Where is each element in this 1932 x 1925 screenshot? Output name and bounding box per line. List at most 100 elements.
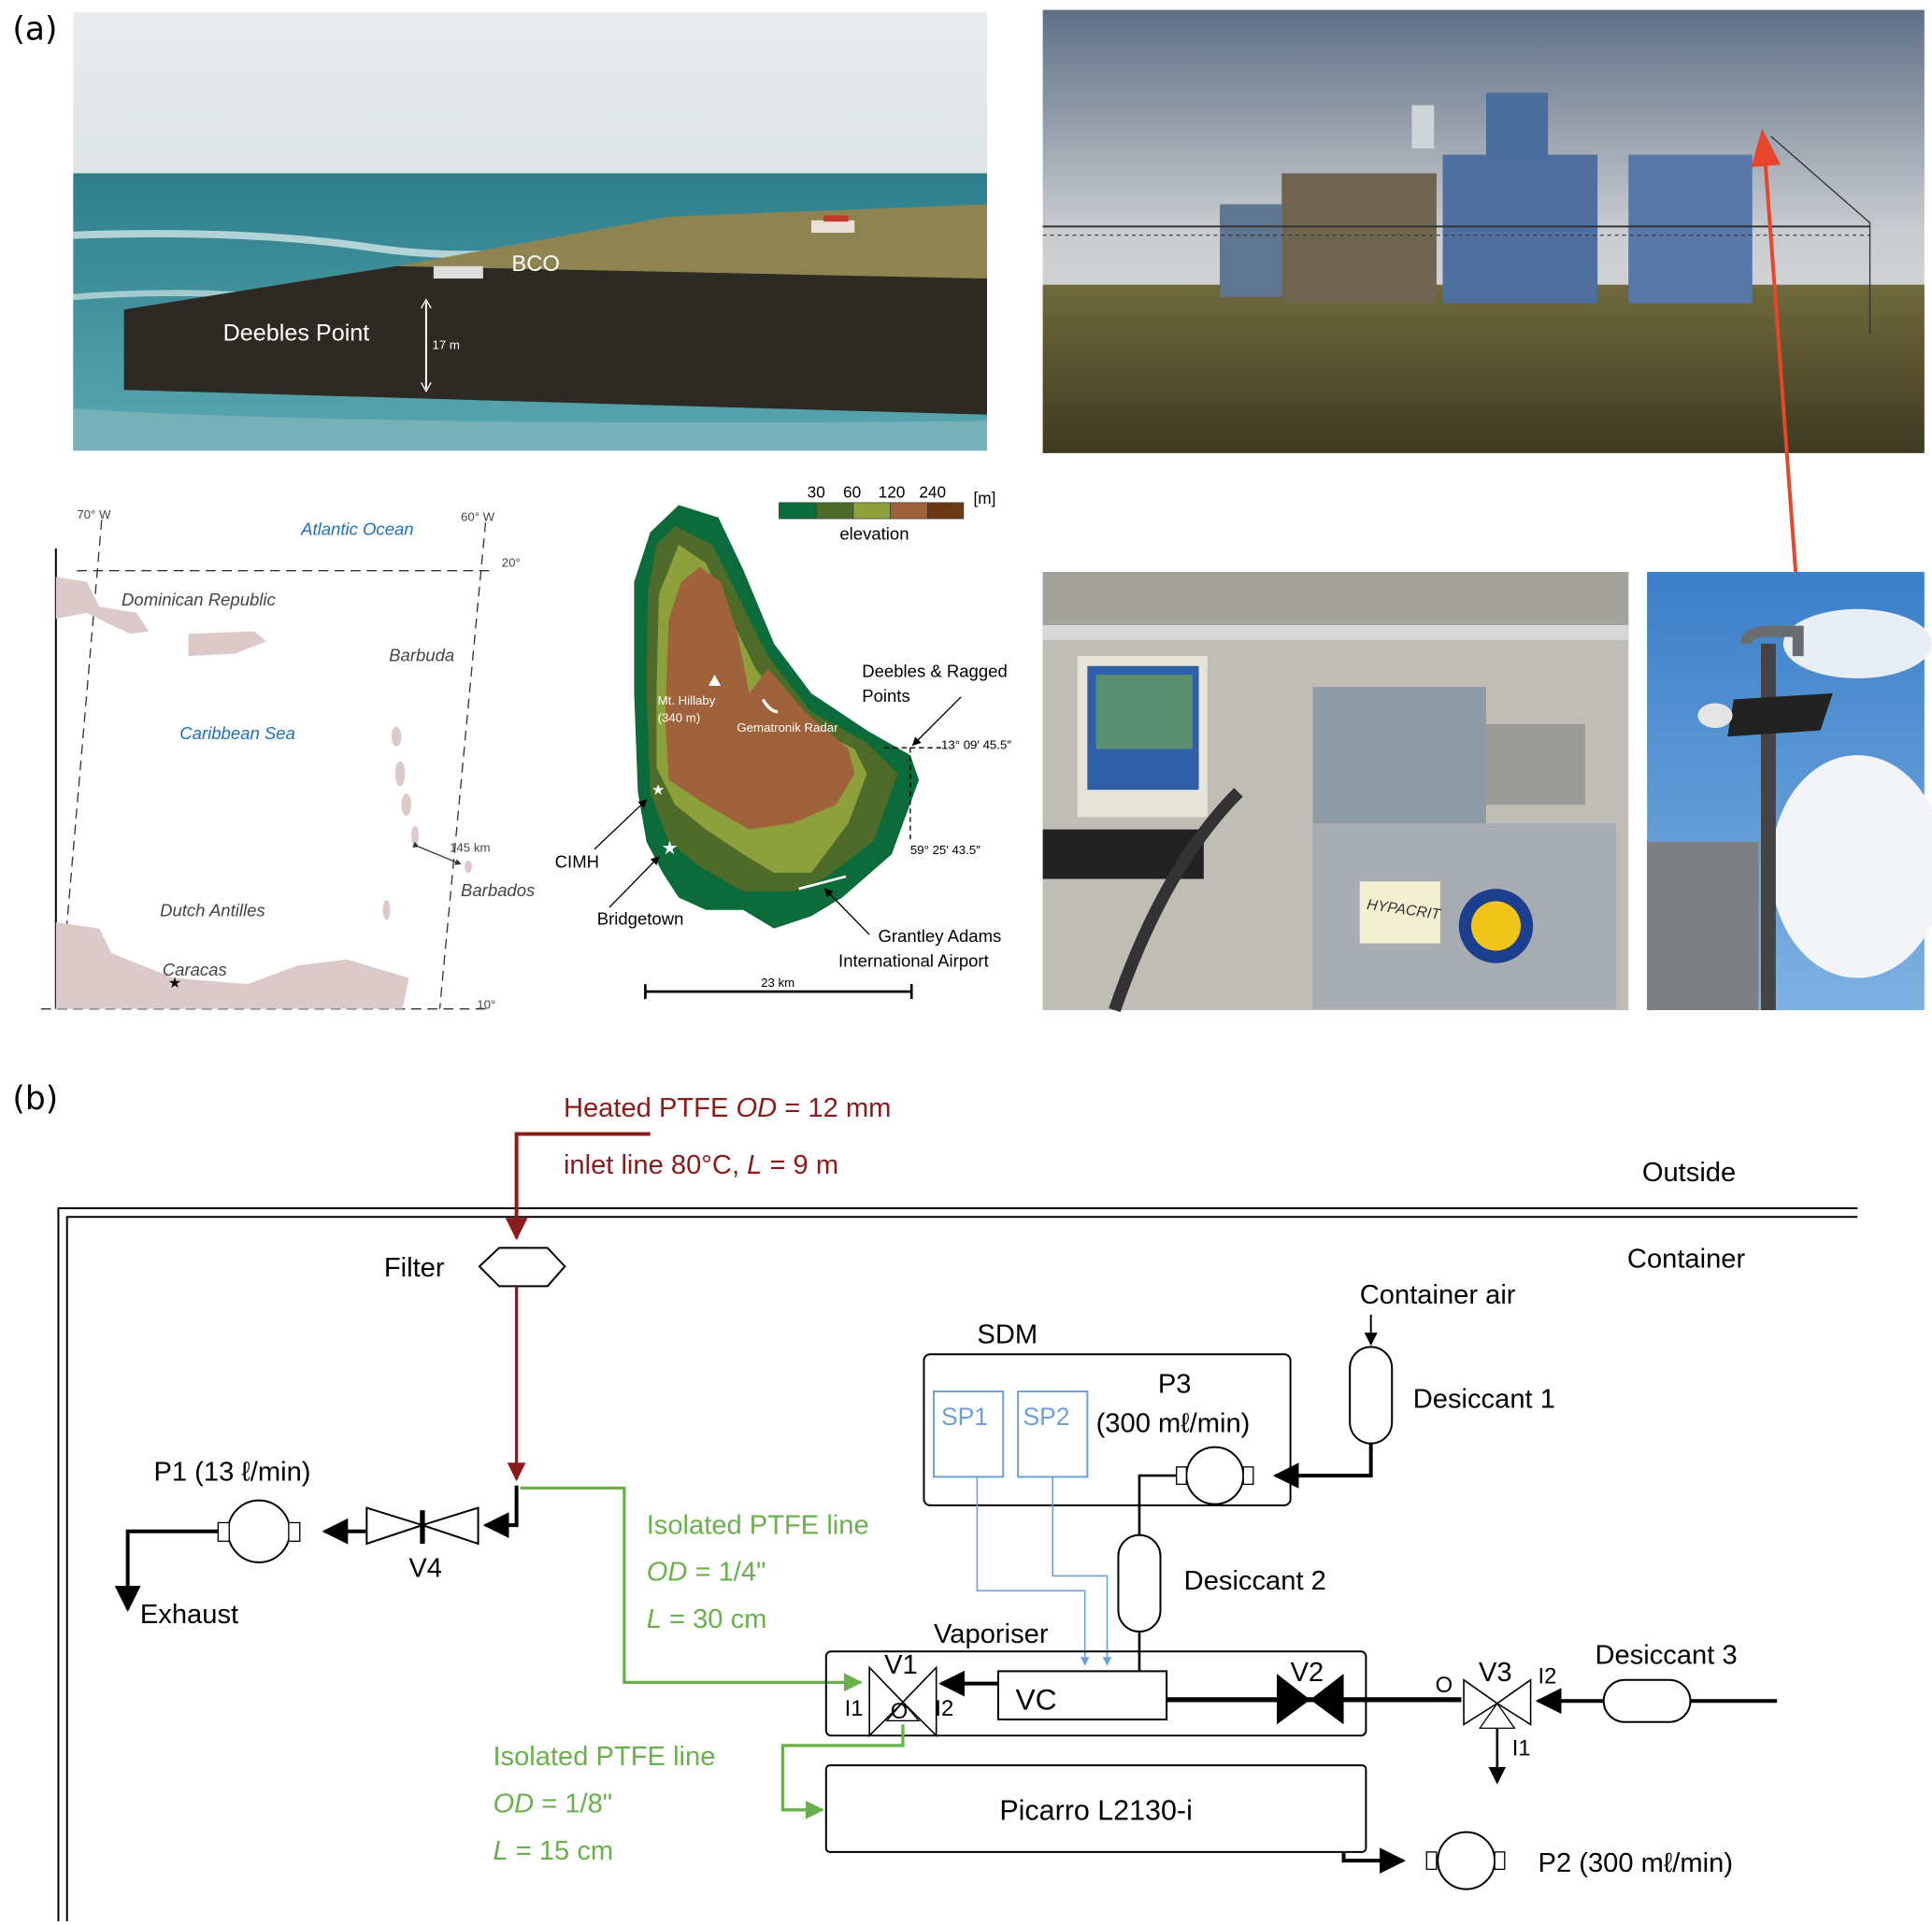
desiccant-1-icon: [1349, 1346, 1394, 1445]
lat-10-label: 10°: [477, 998, 495, 1012]
legend-tick: 60: [843, 483, 861, 502]
v1-o-label: O: [891, 1699, 909, 1724]
sp1-box: [933, 1390, 1005, 1478]
sdm-box: [923, 1353, 1292, 1506]
photo-observatory: [1042, 9, 1925, 453]
photo-inlet: [1647, 572, 1932, 1011]
v3-i1-label: I1: [1512, 1736, 1531, 1761]
pump-p1-icon: [226, 1499, 292, 1563]
line1-od: OD = 1/4": [647, 1558, 766, 1588]
filter-label: Filter: [384, 1253, 445, 1283]
flow-diagram: Outside Container Heated PTFE OD = 12 mm…: [57, 1093, 1858, 1922]
cimh-label: CIMH: [555, 852, 599, 872]
container-air-label: Container air: [1360, 1280, 1516, 1310]
legend-tick: 120: [879, 483, 906, 502]
airport-label: Grantley Adams: [878, 926, 1001, 946]
line2-od: OD = 1/8": [493, 1789, 612, 1818]
island-map: ★ ★ Mt. Hillaby (340 m) Gematronik Radar…: [555, 483, 1011, 1000]
line2-title: Isolated PTFE line: [493, 1742, 715, 1772]
desiccant-2-label: Desiccant 2: [1184, 1566, 1326, 1596]
v3-i2-label: I2: [1538, 1664, 1557, 1690]
caracas-label: Caracas: [163, 960, 227, 979]
elevation-legend: 30 60 120 240 [m] elevation: [779, 483, 995, 544]
v2-label: V2: [1291, 1658, 1324, 1688]
valve-v2-icon: [1277, 1674, 1344, 1725]
scale-label: 23 km: [761, 976, 794, 990]
picarro-label: Picarro L2130-i: [999, 1794, 1193, 1826]
desiccant-3-icon: [1602, 1678, 1692, 1723]
v1-i1-label: I1: [845, 1696, 864, 1721]
caribbean-label: Caribbean Sea: [179, 723, 295, 743]
container-label: Container: [1627, 1245, 1746, 1275]
legend-unit: [m]: [973, 489, 995, 507]
atlantic-label: Atlantic Ocean: [300, 519, 414, 538]
sdm-label: SDM: [977, 1319, 1038, 1349]
p3-label: P3: [1158, 1369, 1192, 1399]
legend-title: elevation: [839, 524, 909, 544]
panel-b-label: (b): [12, 1080, 58, 1118]
legend-tick: 30: [808, 483, 825, 502]
height-label: 17 m: [433, 338, 460, 352]
barbados-label: Barbados: [461, 880, 535, 900]
desiccant-2-icon: [1117, 1533, 1162, 1633]
p2-label: P2 (300 mℓ/min): [1538, 1848, 1734, 1878]
desiccant-1-label: Desiccant 1: [1413, 1384, 1555, 1414]
airport-label-2: International Airport: [838, 951, 990, 971]
vc-label: VC: [1015, 1682, 1056, 1716]
v4-label: V4: [408, 1554, 442, 1584]
vaporiser-box: [824, 1650, 1367, 1737]
picarro-box: [824, 1764, 1367, 1853]
line1-length: L = 30 cm: [647, 1604, 767, 1634]
legend-tick: 240: [919, 483, 946, 502]
sp2-label: SP2: [1023, 1403, 1069, 1431]
hillaby-label: Mt. Hillaby: [658, 693, 716, 707]
line2-length: L = 15 cm: [493, 1836, 613, 1866]
hillaby-height-label: (340 m): [658, 710, 701, 724]
lon-60-label: 60° W: [461, 510, 495, 524]
valve-v1-icon: [868, 1665, 937, 1738]
red-arrow: [1761, 135, 1798, 573]
pump-p3-icon: [1185, 1446, 1245, 1505]
dutch-antilles-label: Dutch Antilles: [160, 900, 265, 920]
outside-label: Outside: [1642, 1158, 1736, 1188]
v1-label: V1: [884, 1650, 918, 1680]
heated-line-label-2: inlet line 80°C, L = 9 m: [564, 1150, 838, 1180]
vc-box: [996, 1670, 1168, 1721]
line1-title: Isolated PTFE line: [647, 1510, 869, 1540]
v3-label: V3: [1479, 1658, 1512, 1688]
scale-bar: [644, 984, 913, 1000]
vaporiser-label: Vaporiser: [934, 1619, 1049, 1649]
barbuda-label: Barbuda: [389, 645, 454, 664]
lon-70-label: 70° W: [77, 507, 111, 521]
sp1-label: SP1: [941, 1403, 988, 1431]
bco-label: BCO: [511, 251, 560, 277]
p1-label: P1 (13 ℓ/min): [153, 1457, 310, 1487]
caracas-star-icon: ★: [168, 976, 181, 991]
lon-label: 59° 25′ 43.5″: [910, 843, 980, 857]
valve-v3-icon: [1463, 1678, 1532, 1726]
cimh-star-icon: ★: [651, 782, 665, 798]
exhaust-label: Exhaust: [140, 1600, 238, 1630]
lat-label: 13° 09′ 45.5″: [941, 737, 1011, 751]
filter-icon: [478, 1247, 566, 1288]
distance-label: 145 km: [450, 840, 490, 854]
bridgetown-star-icon: ★: [662, 838, 679, 859]
red-arrowhead-icon: [1751, 128, 1782, 167]
deebles-point-label: Deebles Point: [223, 320, 370, 346]
p3-rate-label: (300 mℓ/min): [1096, 1409, 1251, 1439]
valve-v4-icon: [365, 1506, 479, 1546]
heated-line-label: Heated PTFE OD = 12 mm: [564, 1093, 891, 1123]
pump-p2-icon: [1437, 1831, 1496, 1890]
bridgetown-label: Bridgetown: [597, 909, 684, 929]
photo-lab: HYPACRIT: [1042, 572, 1629, 1013]
deebles-label: Deebles & Ragged: [862, 662, 1008, 681]
photo-deebles-point: BCO Deebles Point 17 m: [73, 12, 988, 451]
lat-20-label: 20°: [502, 556, 521, 570]
radar-label: Gematronik Radar: [737, 720, 838, 734]
v1-i2-label: I2: [935, 1696, 953, 1721]
v3-o-label: O: [1436, 1673, 1453, 1698]
dominican-label: Dominican Republic: [122, 590, 277, 609]
desiccant-3-label: Desiccant 3: [1595, 1640, 1737, 1670]
regional-map: 70° W 60° W 20° 10° Atlantic Ocean Carib…: [40, 507, 535, 1012]
